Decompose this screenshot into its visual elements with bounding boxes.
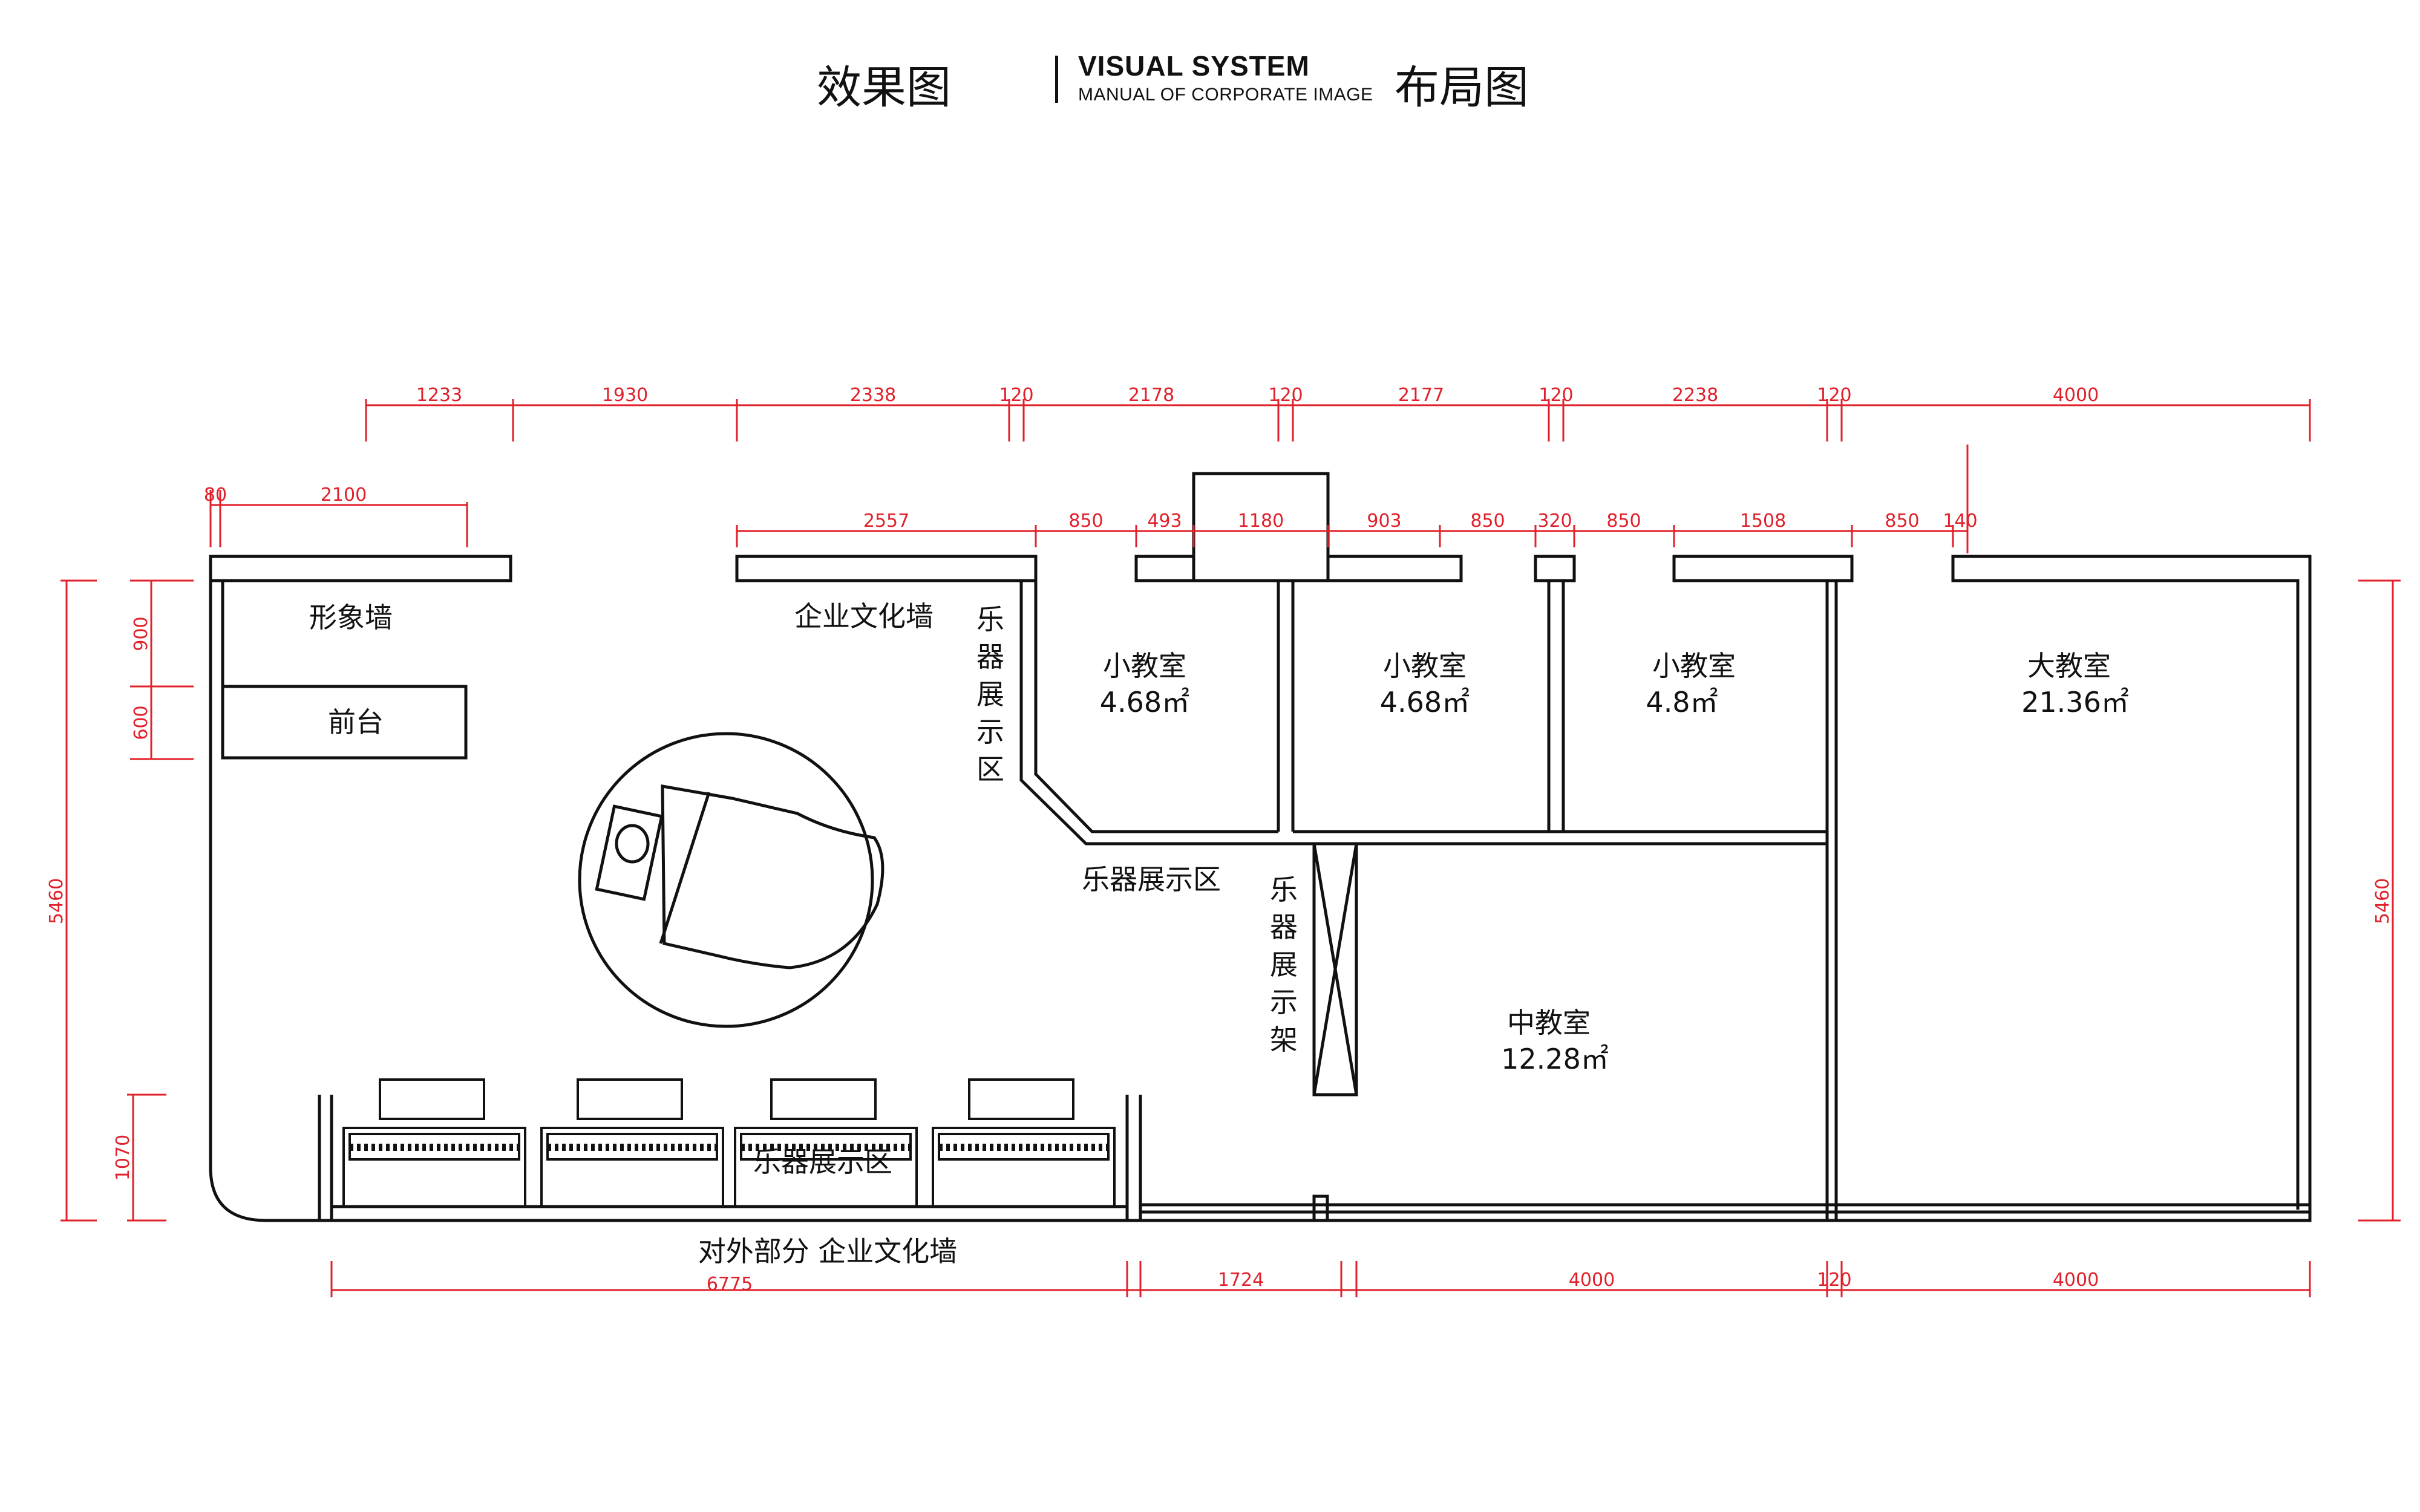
dim-top2-6: 320 [1537,510,1572,532]
room-small-1-area: 4.68㎡ [1100,686,1189,719]
top-wall-segment-6 [1672,555,1854,582]
dim-left-900: 900 [131,616,152,651]
top-wall-segment-1 [209,555,512,582]
vertical-labels: 乐器展示区 乐器展示架 [976,603,1298,1056]
room-small-2-name: 小教室 [1383,650,1467,682]
display-rack-cross-2 [1312,843,1358,1095]
room-small-3-name: 小教室 [1652,650,1736,682]
dim-top1-0: 1233 [416,385,462,406]
keyboard-group [342,1078,1116,1208]
room-large-area: 21.36㎡ [2021,686,2129,719]
walls [209,472,2312,1222]
dim-top1-7: 120 [1539,385,1573,406]
header-left-title: 效果图 [817,62,951,114]
grand-piano-area [578,732,874,1028]
dim-top2-7: 850 [1606,510,1641,532]
room-small-3-area: 4.8㎡ [1646,686,1718,719]
room-small-2-area: 4.68㎡ [1380,686,1470,719]
dim-bottom-2: 4000 [1569,1269,1615,1291]
dim-left-1070: 1070 [113,1135,134,1181]
dim-top1-3: 120 [999,385,1033,406]
display-wall-diagonal-inner [1034,581,1278,833]
zone-display-area-keyboards: 乐器展示区 [753,1145,892,1178]
top-wall-segment-2 [735,555,1038,582]
header-brand-subtitle: MANUAL OF CORPORATE IMAGE [1078,85,1373,105]
dim-bottom-3: 120 [1817,1269,1851,1291]
zone-display-area: 乐器展示区 [1082,863,1221,896]
display-wall-diagonal [1019,581,1827,846]
dim-bottom-4: 4000 [2053,1269,2099,1291]
room-labels: 小教室 4.68㎡ 小教室 4.68㎡ 小教室 4.8㎡ 大教室 21.36㎡ … [309,600,2129,1268]
keyboard-1 [342,1078,526,1208]
dimension-lines [60,399,2401,1297]
dim-left-600: 600 [131,705,152,740]
dim-top1-8: 2238 [1672,385,1718,406]
dim-top2-1: 850 [1068,510,1103,532]
dim-top2-2: 493 [1147,510,1182,532]
room-large-name: 大教室 [2027,650,2111,682]
room-small-1-name: 小教室 [1103,650,1186,682]
keyboard-2 [540,1078,724,1208]
dim-top2-4: 903 [1367,510,1401,532]
zone-display-area-vertical: 乐器展示区 [976,603,1004,786]
zone-culture-wall: 企业文化墙 [794,600,934,633]
pianist-head [615,824,650,864]
header-right-title: 布局图 [1395,62,1529,114]
dim-right-5460: 5460 [2372,878,2393,924]
display-rack [1312,842,1358,1097]
dim-top1-2: 2338 [850,385,896,406]
top-wall-segment-4 [1326,555,1463,582]
dim-top1-5: 120 [1268,385,1303,406]
dim-top2-10: 140 [1943,510,1977,532]
top-wall-segment-5 [1534,555,1576,582]
dim-top2-0: 2557 [863,510,909,532]
room-medium-area: 12.28㎡ [1501,1043,1609,1075]
dim-top2-left-0: 80 [204,484,227,506]
dim-top1-6: 2177 [1398,385,1444,406]
grand-piano-icon [661,784,885,969]
dim-top2-8: 1508 [1740,510,1786,532]
zone-reception: 前台 [328,706,384,738]
header-brand-title: VISUAL SYSTEM [1078,50,1310,82]
dim-top1-4: 2178 [1128,385,1174,406]
dim-top2-3: 1180 [1238,510,1284,532]
piano-keyboard-edge [659,792,711,944]
outer-wall [209,555,2312,1222]
dim-top1-9: 120 [1817,385,1851,406]
zone-image-wall: 形象墙 [309,601,393,634]
dim-top1-10: 4000 [2053,385,2099,406]
zone-external-wall: 对外部分 企业文化墙 [698,1235,958,1268]
dim-bottom-1: 1724 [1218,1269,1264,1291]
piano-bench [595,804,664,901]
top-wall-segment-3 [1134,555,1195,582]
keyboard-3 [734,1078,918,1208]
dim-top2-5: 850 [1470,510,1505,532]
zone-display-rack: 乐器展示架 [1270,873,1298,1056]
room-medium-name: 中教室 [1507,1006,1591,1039]
keyboard-4 [932,1078,1116,1208]
reception-desk [221,685,468,760]
dim-top2-left-1: 2100 [321,484,367,506]
dim-left-5460: 5460 [46,878,67,924]
dim-top1-1: 1930 [602,385,648,406]
window-post [1312,1194,1329,1222]
dim-bottom-0: 6775 [707,1274,753,1295]
dim-top2-9: 850 [1885,510,1919,532]
dimension-labels: 1233 1930 2338 120 2178 120 2177 120 223… [46,385,2393,1295]
header-divider [1055,56,1058,103]
